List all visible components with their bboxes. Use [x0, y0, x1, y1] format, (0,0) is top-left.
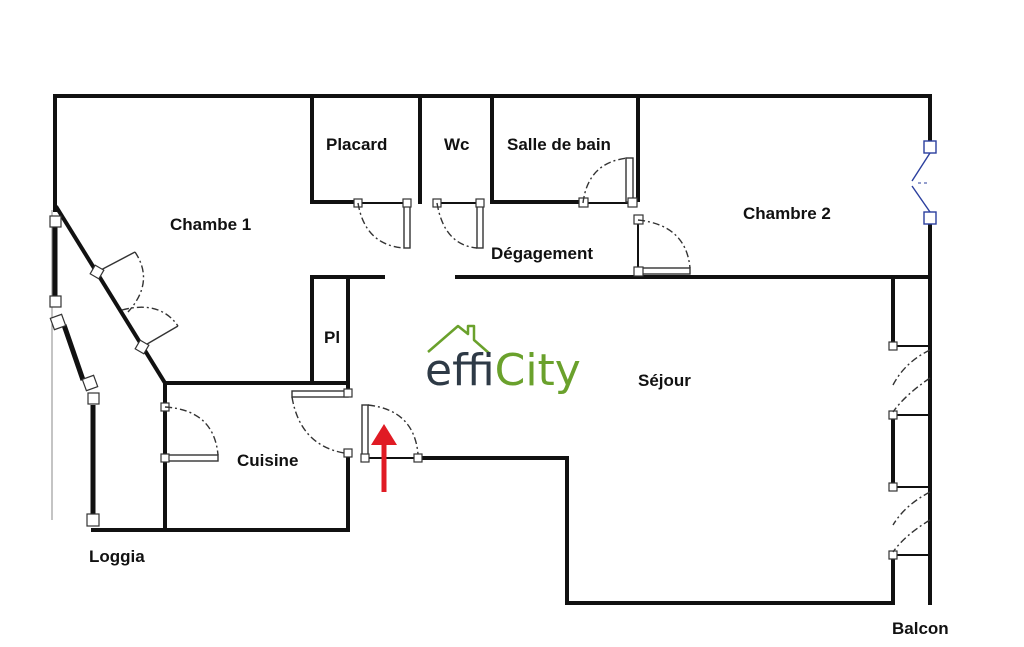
room-label-cuisine: Cuisine [237, 451, 298, 470]
salle-de-bain-door [578, 157, 638, 208]
efficity-logo: effiCity [425, 324, 581, 396]
room-label-wc: Wc [444, 135, 470, 154]
room-label-balcon: Balcon [892, 619, 949, 638]
room-label-chambre1: Chambe 1 [170, 215, 251, 234]
chambre1-window-doors [89, 251, 179, 355]
house-roof-icon [427, 324, 491, 355]
left-windows [49, 210, 100, 527]
cuisine-door [160, 402, 219, 463]
room-label-sejour: Séjour [638, 371, 691, 390]
logo-text-effi: effi [425, 345, 495, 396]
room-label-degagement: Dégagement [491, 244, 593, 263]
room-label-pl: Pl [324, 328, 340, 347]
room-label-placard: Placard [326, 135, 387, 154]
walls [53, 94, 932, 605]
chambre2-door [633, 214, 691, 277]
logo-text-city: City [495, 345, 581, 396]
room-label-chambre2: Chambre 2 [743, 204, 831, 223]
room-label-loggia: Loggia [89, 547, 145, 566]
placard-doors [353, 198, 485, 249]
arrow-up-icon [371, 424, 397, 492]
sejour-balcony-windows [888, 341, 931, 560]
entrance-door [360, 404, 423, 463]
room-label-salle-de-bain: Salle de bain [507, 135, 611, 154]
cuisine-sejour-door [291, 388, 353, 458]
chambre2-window [911, 140, 937, 225]
svg-text:effiCity: effiCity [425, 345, 581, 396]
